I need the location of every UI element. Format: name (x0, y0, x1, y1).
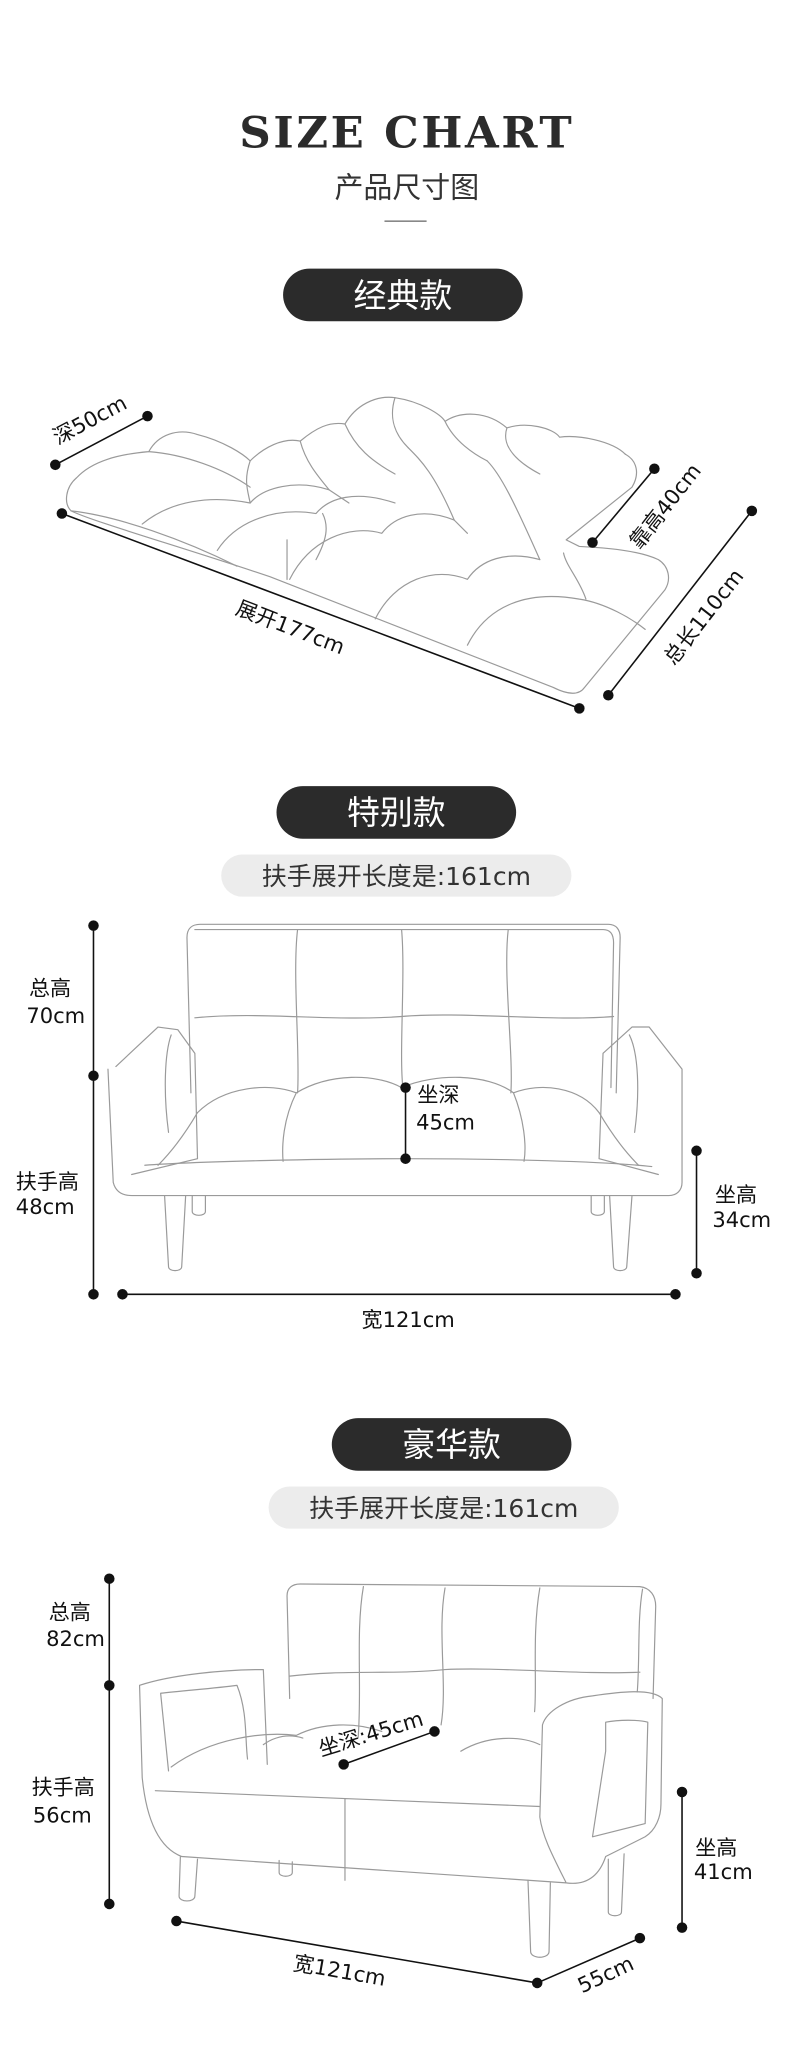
section-classic: 经典款 深50cm 展开177cm 靠高40cm 总长110cm (49, 268, 758, 714)
section-pill-label: 豪华款 (402, 1425, 501, 1464)
total-height-label: 总高 (29, 975, 71, 1000)
seat-depth-value: 45cm (416, 1110, 475, 1135)
seat-depth-label: 坐深:45cm (315, 1706, 426, 1761)
dimension-dot (746, 505, 758, 517)
classic-sofa-drawing (65, 396, 670, 694)
dimension-dot (676, 1786, 688, 1798)
section-special: 特别款 扶手展开长度是:161cm 总高 70cm 扶手高 48cm 宽121c… (16, 786, 771, 1332)
arm-height-label: 扶手高 (32, 1775, 95, 1800)
total-height-label: 总高 (49, 1600, 91, 1625)
dimension-dot (691, 1267, 702, 1279)
armrest-note-pill (221, 854, 572, 897)
dimension-dot (670, 1289, 681, 1300)
dimension-dot (56, 508, 68, 519)
dimension-dot (634, 1932, 646, 1944)
dimension-dot (691, 1145, 702, 1157)
dimension-dot (649, 463, 660, 475)
section-deluxe: 豪华款 扶手展开长度是:161cm 总高 82cm 扶手高 56cm 坐高 (32, 1418, 753, 1998)
unfolded-dimension-line (61, 512, 580, 710)
total-height-value: 70cm (26, 1003, 85, 1028)
depth-dimension-line (54, 415, 148, 466)
seat-height-label: 坐高 (695, 1835, 737, 1860)
dimension-dot (429, 1726, 440, 1737)
unfolded-label: 展开177cm (233, 595, 349, 659)
depth-dimension-line (536, 1937, 641, 1984)
section-pill-label: 特别款 (347, 793, 446, 832)
armrest-note-pill (268, 1486, 619, 1529)
total-length-dimension-line (607, 510, 753, 696)
seat-height-value: 41cm (694, 1859, 753, 1884)
page-title: SIZE CHART (239, 107, 574, 158)
dimension-dot (603, 689, 614, 701)
dimension-dot (338, 1759, 349, 1770)
dimension-dot (400, 1082, 411, 1093)
section-pill-label: 经典款 (354, 276, 453, 315)
width-dimension-line (176, 1920, 538, 1984)
dimension-dot (117, 1289, 128, 1300)
depth-label: 深50cm (49, 390, 131, 450)
dimension-dot (88, 1070, 99, 1082)
dimension-dot (142, 410, 153, 422)
section-pill (276, 786, 517, 839)
dimension-dot (587, 537, 598, 548)
arm-height-label: 扶手高 (16, 1169, 79, 1194)
dimension-dot (574, 703, 585, 714)
deluxe-sofa-drawing (138, 1583, 663, 1958)
dimension-dot (104, 1573, 115, 1584)
dimension-dot (88, 1289, 99, 1300)
dimension-dot (400, 1153, 411, 1164)
back-height-dimension-line (591, 468, 655, 543)
special-sofa-drawing (107, 923, 683, 1272)
dimension-dot (171, 1915, 182, 1927)
dimension-dot (104, 1680, 115, 1691)
depth-label: 55cm (574, 1950, 638, 1998)
section-pill (283, 268, 523, 322)
armrest-note: 扶手展开长度是:161cm (262, 862, 531, 891)
dimension-dot (104, 1898, 115, 1910)
dimension-dot (676, 1922, 688, 1933)
seat-depth-label: 坐深 (417, 1082, 459, 1107)
width-label: 宽121cm (291, 1950, 387, 1991)
arm-height-value: 48cm (16, 1194, 75, 1219)
page-subtitle: 产品尺寸图 (334, 171, 479, 205)
seat-height-value: 34cm (712, 1207, 771, 1232)
dimension-dot (88, 920, 99, 931)
width-label: 宽121cm (362, 1307, 455, 1332)
seat-depth-dimension-line (343, 1730, 435, 1766)
section-pill (331, 1418, 572, 1471)
dimension-dot (50, 459, 61, 471)
arm-height-value: 56cm (33, 1802, 92, 1827)
total-height-value: 82cm (46, 1626, 105, 1651)
armrest-note: 扶手展开长度是:161cm (309, 1494, 578, 1523)
total-length-label: 总长110cm (658, 564, 748, 669)
seat-height-label: 坐高 (715, 1182, 757, 1207)
